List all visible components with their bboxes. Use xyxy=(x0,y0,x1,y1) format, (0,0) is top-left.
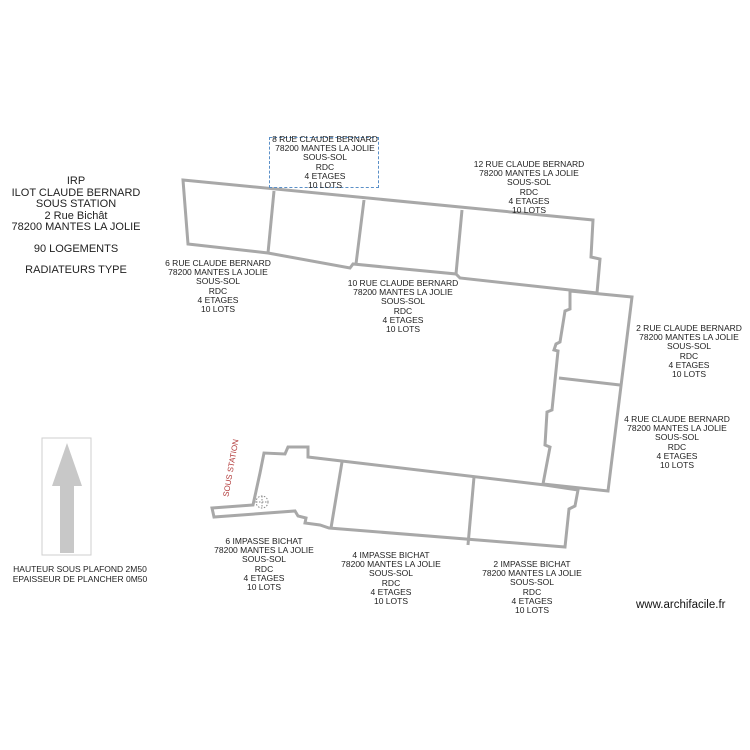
wall-bottom-row xyxy=(210,445,580,549)
title-line: 2 Rue Bichât xyxy=(44,209,108,222)
building-rdc: RDC xyxy=(667,441,687,452)
partition-wall xyxy=(354,199,366,265)
building-rdc: RDC xyxy=(522,586,542,597)
building-city: 78200 MANTES LA JOLIE xyxy=(341,559,441,570)
building-sous-sol: SOUS-SOL xyxy=(655,432,699,443)
building-label[interactable]: 12 RUE CLAUDE BERNARD 78200 MANTES LA JO… xyxy=(473,159,585,216)
building-city: 78200 MANTES LA JOLIE xyxy=(168,267,268,278)
building-rdc: RDC xyxy=(519,186,539,197)
building-address: 6 RUE CLAUDE BERNARD xyxy=(165,258,271,268)
building-lots: 10 LOTS xyxy=(373,596,409,607)
building-rdc: RDC xyxy=(381,577,401,588)
building-etages: 4 ETAGES xyxy=(508,195,550,206)
building-city: 78200 MANTES LA JOLIE xyxy=(627,423,727,434)
building-address: 6 IMPASSE BICHAT xyxy=(225,536,303,546)
building-label[interactable]: 4 RUE CLAUDE BERNARD 78200 MANTES LA JOL… xyxy=(624,414,730,471)
watermark: www.archifacile.fr xyxy=(636,599,726,611)
building-rdc: RDC xyxy=(679,350,699,361)
building-address: 12 RUE CLAUDE BERNARD xyxy=(473,159,585,169)
building-address: 4 RUE CLAUDE BERNARD xyxy=(624,414,730,424)
building-etages: 4 ETAGES xyxy=(656,450,698,461)
building-etages: 4 ETAGES xyxy=(511,595,553,606)
building-etages: 4 ETAGES xyxy=(370,586,412,597)
building-etages: 4 ETAGES xyxy=(197,294,239,305)
building-address: 4 IMPASSE BICHAT xyxy=(352,550,430,560)
building-city: 78200 MANTES LA JOLIE xyxy=(353,287,453,298)
radiateurs-type: RADIATEURS TYPE xyxy=(25,264,127,276)
building-label[interactable]: 2 IMPASSE BICHAT 78200 MANTES LA JOLIE S… xyxy=(482,559,582,616)
title-line: IRP xyxy=(66,175,86,187)
building-label[interactable]: 2 RUE CLAUDE BERNARD 78200 MANTES LA JOL… xyxy=(636,323,742,380)
building-lots: 10 LOTS xyxy=(511,205,547,216)
building-lots: 10 LOTS xyxy=(307,180,343,191)
wall-right-wing xyxy=(541,289,634,493)
building-address: 10 RUE CLAUDE BERNARD xyxy=(347,278,459,288)
title-line: SOUS STATION xyxy=(35,198,117,210)
building-lots: 10 LOTS xyxy=(659,460,695,471)
building-city: 78200 MANTES LA JOLIE xyxy=(275,143,375,154)
wall-top-row xyxy=(181,178,602,295)
selection-outline[interactable] xyxy=(269,137,379,188)
building-sous-sol: SOUS-SOL xyxy=(196,276,240,287)
logements-count: 90 LOGEMENTS xyxy=(33,242,119,255)
building-city: 78200 MANTES LA JOLIE xyxy=(639,332,739,343)
building-city: 78200 MANTES LA JOLIE xyxy=(479,168,579,179)
partition-wall xyxy=(329,461,344,529)
building-etages: 4 ETAGES xyxy=(382,314,424,325)
building-lots: 10 LOTS xyxy=(200,304,236,315)
building-rdc: RDC xyxy=(393,305,413,316)
building-etages: 4 ETAGES xyxy=(243,572,285,583)
building-sous-sol: SOUS-SOL xyxy=(369,568,413,579)
building-rdc: RDC xyxy=(315,161,335,172)
north-arrow-icon xyxy=(41,437,92,556)
building-label[interactable]: 4 IMPASSE BICHAT 78200 MANTES LA JOLIE S… xyxy=(341,550,441,607)
building-rdc: RDC xyxy=(254,563,274,574)
building-sous-sol: SOUS-SOL xyxy=(507,177,551,188)
building-label[interactable]: 8 RUE CLAUDE BERNARD 78200 MANTES LA JOL… xyxy=(272,134,378,191)
building-label[interactable]: 10 RUE CLAUDE BERNARD 78200 MANTES LA JO… xyxy=(347,278,459,335)
partition-wall xyxy=(466,476,476,546)
building-city: 78200 MANTES LA JOLIE xyxy=(482,568,582,579)
legend-ceiling-height: HAUTEUR SOUS PLAFOND 2M50 xyxy=(13,564,147,574)
building-lots: 10 LOTS xyxy=(514,605,550,616)
building-rdc: RDC xyxy=(208,285,228,296)
building-lots: 10 LOTS xyxy=(246,582,282,593)
building-sous-sol: SOUS-SOL xyxy=(381,296,425,307)
title-line: 78200 MANTES LA JOLIE xyxy=(11,221,141,233)
partition-wall xyxy=(454,209,464,275)
building-sous-sol: SOUS-SOL xyxy=(303,152,347,163)
building-address: 2 IMPASSE BICHAT xyxy=(493,559,571,569)
partition-wall xyxy=(266,190,276,254)
building-label[interactable]: 6 IMPASSE BICHAT 78200 MANTES LA JOLIE S… xyxy=(214,536,314,593)
legend-floor-thickness: EPAISSEUR DE PLANCHER 0M50 xyxy=(12,573,148,584)
building-sous-sol: SOUS-SOL xyxy=(242,554,286,565)
building-lots: 10 LOTS xyxy=(385,324,421,335)
building-city: 78200 MANTES LA JOLIE xyxy=(214,545,314,556)
partition-wall xyxy=(558,376,621,387)
building-address: 2 RUE CLAUDE BERNARD xyxy=(636,323,742,333)
building-address: 8 RUE CLAUDE BERNARD xyxy=(272,134,378,144)
building-etages: 4 ETAGES xyxy=(668,359,710,370)
building-etages: 4 ETAGES xyxy=(304,170,346,181)
building-sous-sol: SOUS-SOL xyxy=(667,341,711,352)
building-sous-sol: SOUS-SOL xyxy=(510,577,554,588)
title-line: ILOT CLAUDE BERNARD xyxy=(11,186,141,199)
sous-station-marker xyxy=(255,495,269,509)
title-block: IRP ILOT CLAUDE BERNARD SOUS STATION 2 R… xyxy=(11,175,141,277)
legend: HAUTEUR SOUS PLAFOND 2M50 EPAISSEUR DE P… xyxy=(12,564,148,584)
building-lots: 10 LOTS xyxy=(671,369,707,380)
building-label[interactable]: 6 RUE CLAUDE BERNARD 78200 MANTES LA JOL… xyxy=(165,258,271,315)
